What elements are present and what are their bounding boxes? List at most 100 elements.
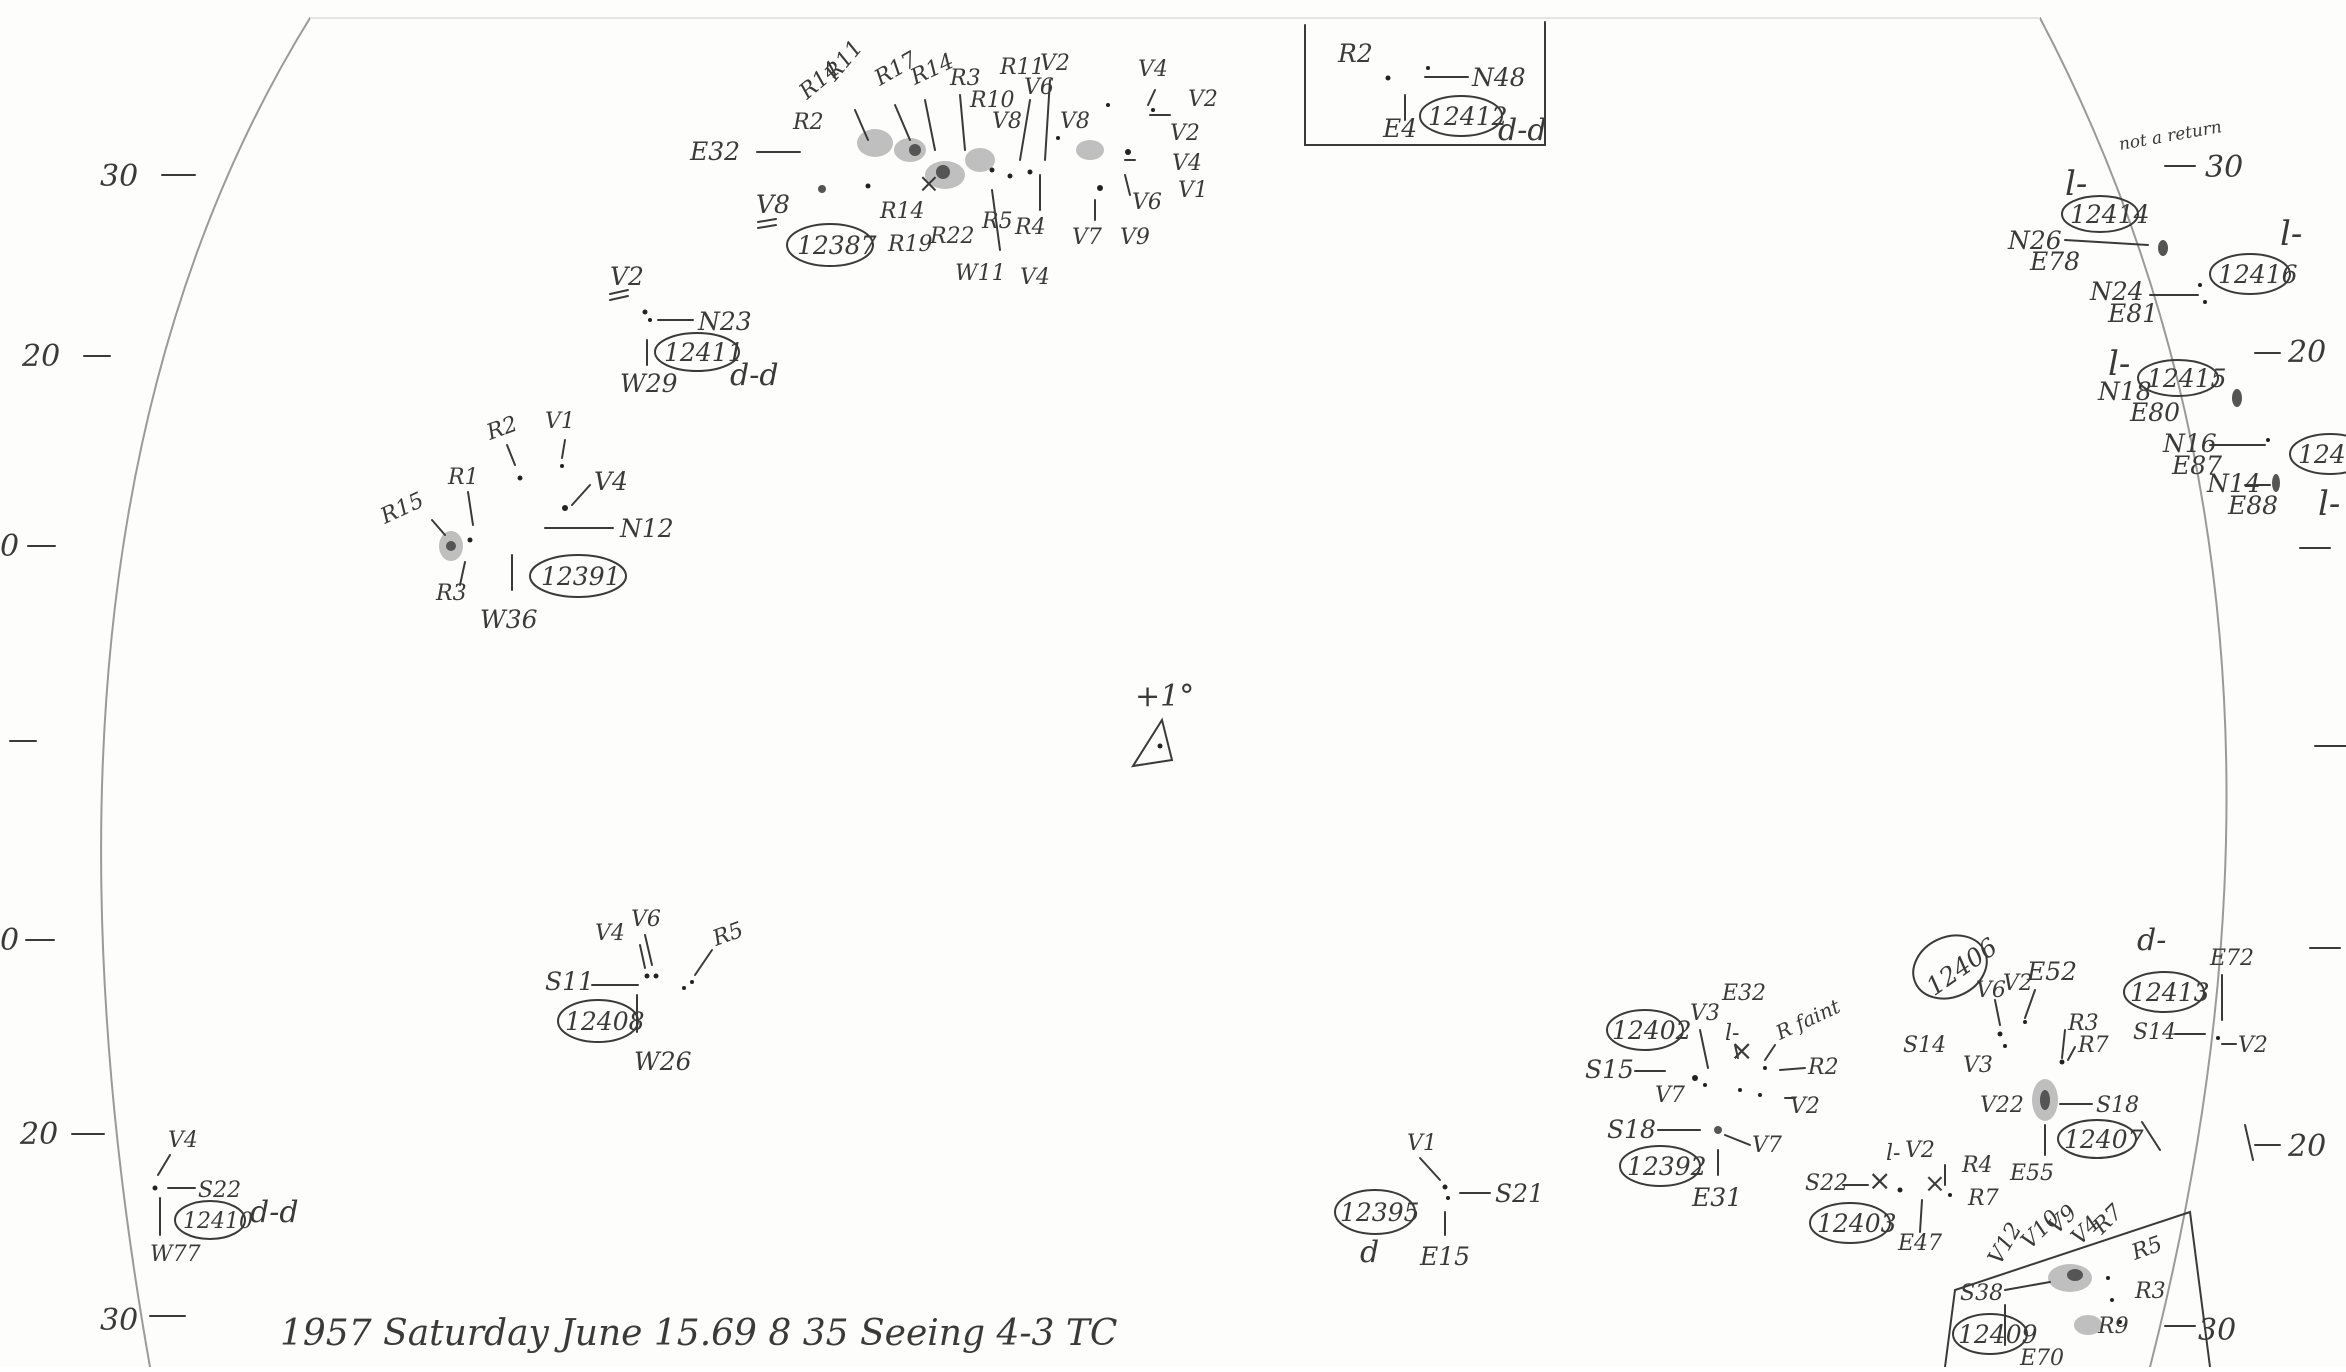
group-number-oval (1619, 1145, 1701, 1187)
spot-label: E55 (2009, 1161, 2054, 1186)
spot-label: R22 (929, 224, 975, 249)
spot-label: S11 (545, 967, 594, 996)
right-grid-label: 20 (2287, 1129, 2326, 1164)
spot-label: E88 (2227, 491, 2278, 520)
spot-label: R faint (1771, 994, 1845, 1045)
spot-label: V22 (1980, 1093, 2024, 1118)
spot-label: V6 (631, 907, 661, 932)
disk-center-marker: +1° (1130, 679, 1194, 768)
inset-box (1944, 1210, 2211, 1368)
group-number-oval (654, 332, 740, 372)
spot-label: S21 (1495, 1179, 1544, 1208)
group-number: 12416 (2218, 260, 2298, 289)
spot-label: V1 (1407, 1131, 1437, 1156)
group-number-oval (1419, 95, 1503, 137)
spot-label: l- (2108, 344, 2130, 384)
cross-mark: × (1924, 1169, 1946, 1199)
spot-label: N16 (2162, 429, 2217, 458)
spot-label: E47 (1897, 1231, 1942, 1256)
spot-label: V4 (1020, 265, 1050, 290)
spot-label: l- (2318, 484, 2340, 524)
spot-label: V8 (1060, 109, 1090, 134)
left-grid-label: 0 (0, 529, 19, 564)
group-number: 12412 (1428, 102, 1508, 131)
spot-label: S38 (1960, 1281, 2003, 1306)
group-number: 12408 (565, 1007, 645, 1036)
group-number-oval (2123, 971, 2205, 1013)
group-number-oval (174, 1200, 246, 1240)
spot-label: W26 (634, 1047, 692, 1076)
group-number: 12395 (1340, 1198, 1420, 1227)
spot-label: S18 (1607, 1115, 1656, 1144)
spot-label: V2 (610, 262, 644, 291)
spot-label: l- (1886, 1141, 1900, 1166)
observation-footer: 1957 Saturday June 15.69 8 35 Seeing 4-3… (280, 1313, 1117, 1354)
spot-label: N26 (2007, 226, 2062, 255)
spot-label: N14 (2206, 469, 2261, 498)
spot-group-12414: l- not a return 12414 N26 E78 (2007, 117, 2223, 276)
center-label: +1° (1135, 679, 1194, 714)
spot-group-12415: l- 12415 N18 E80 (2097, 344, 2242, 427)
group-number: 12411 (664, 338, 744, 367)
spot-label: V2 (1188, 87, 1218, 112)
spot-label: V1 (1178, 178, 1208, 203)
spot-label: R15 (376, 488, 428, 530)
spot-label: R1 (447, 465, 479, 490)
solar-disk-limb (100, 17, 2228, 1368)
spot-label: R2 (1337, 39, 1373, 68)
spot-label: V4 (1138, 57, 1168, 82)
group-number-oval (2061, 195, 2139, 233)
left-grid-label: 20 (21, 339, 60, 374)
spot-label: V2 (2003, 971, 2033, 996)
spot-label: N18 (2097, 377, 2152, 406)
spot-label: V6 (1132, 190, 1162, 215)
spot-label: R14 (879, 199, 925, 224)
group-number-oval (2209, 253, 2291, 295)
spot-group-12411: V2 N23 12411 W29 d-d (609, 262, 779, 398)
spot-label: W11 (955, 261, 1006, 286)
spot-label: E4 (1382, 114, 1417, 143)
spot-label: R4 (1961, 1153, 1993, 1178)
spot-label: N48 (1471, 63, 1526, 92)
spot-label: V7 (1072, 225, 1102, 250)
spot-label: V2 (1170, 121, 1200, 146)
spot-label: E72 (2209, 946, 2254, 971)
group-number: 1241 (2298, 440, 2346, 469)
spot-label: R3 (949, 66, 981, 91)
spot-label: S22 (1805, 1171, 1848, 1196)
spot-label: V2 (2238, 1033, 2268, 1058)
spot-group-12410: V4 S22 12410 d-d W77 (150, 1128, 299, 1267)
spot-label: E15 (1419, 1242, 1470, 1271)
spot-label: R2 (1807, 1055, 1839, 1080)
spot-label: N23 (697, 307, 752, 336)
spot-label: V4 (595, 921, 625, 946)
cross-mark: × (1868, 1164, 1891, 1197)
group-number: 12402 (1612, 1016, 1692, 1045)
spot-label: V7 (1752, 1133, 1782, 1158)
spot-label: E32 (1721, 981, 1766, 1006)
spot-label: V3 (1690, 1001, 1720, 1026)
spot-label: S22 (198, 1178, 241, 1203)
group-number-oval (1606, 1009, 1684, 1051)
spot-label: E78 (2029, 247, 2080, 276)
right-grid-scale: 30 20 20 30 (2164, 150, 2346, 1348)
spot-label: d-d (730, 358, 779, 393)
group-number: 12407 (2064, 1125, 2144, 1154)
spot-label: R7 (1967, 1186, 1999, 1211)
group-number: 12415 (2147, 364, 2227, 393)
spot-label: d-d (250, 1195, 299, 1230)
spot-label: W77 (150, 1242, 201, 1267)
spot-label: d-d (1498, 113, 1547, 148)
group-number-oval (2137, 359, 2219, 397)
spot-label: V4 (168, 1128, 198, 1153)
spot-group-12392: S18 V7 12392 E31 (1607, 1115, 1782, 1212)
center-triangle (1130, 717, 1174, 768)
group-number-oval (529, 554, 627, 598)
right-grid-label: 30 (2205, 150, 2243, 185)
spot-label: V2 (1905, 1138, 1935, 1163)
spot-label: V1 (545, 409, 575, 434)
spot-label: d- (2137, 923, 2166, 958)
group-number: 12391 (541, 562, 621, 591)
spot-label: W36 (480, 605, 538, 634)
